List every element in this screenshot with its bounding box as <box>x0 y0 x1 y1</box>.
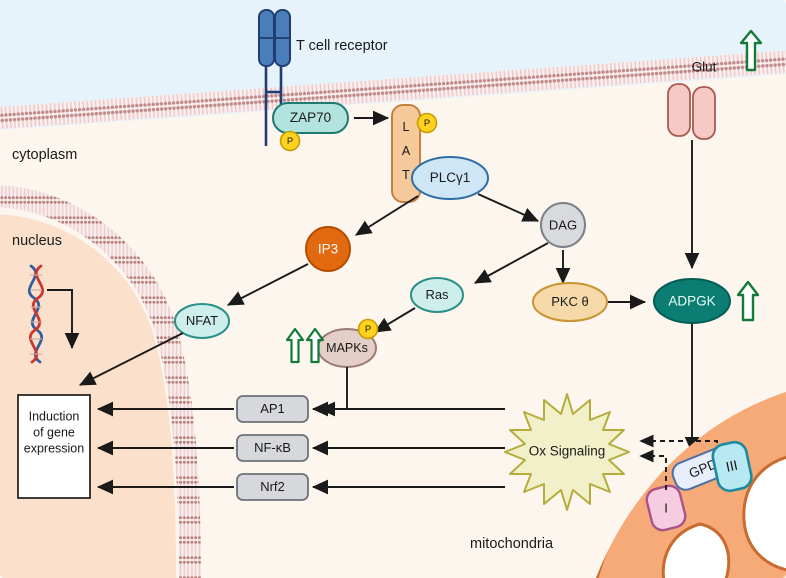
induction-line-1: Induction <box>29 409 80 423</box>
plcg1-to-ip3-arrow <box>355 195 419 236</box>
ap1-label: AP1 <box>260 401 285 416</box>
mapks-up-arrows <box>285 327 325 364</box>
mitochondria: I GPD2 III <box>596 392 786 578</box>
glut-label: Glut <box>692 60 717 75</box>
glut-transporter <box>667 83 716 140</box>
adpgk-up-arrow <box>736 280 760 322</box>
dag-label: DAG <box>549 217 577 232</box>
dag-node: DAG <box>540 202 586 248</box>
plcg1-node: PLCγ1 <box>411 156 489 200</box>
adpgk-label: ADPGK <box>668 294 715 309</box>
ras-label: Ras <box>425 287 449 302</box>
ap1-node: AP1 <box>236 395 309 423</box>
plcg1-to-dag-arrow <box>477 193 540 222</box>
ras-to-mapks-arrow <box>374 307 416 333</box>
ip3-node: IP3 <box>305 226 351 272</box>
zap70-node: ZAP70 <box>272 102 349 134</box>
nfkb-node: NF-κB <box>236 434 309 462</box>
ip3-to-nfat-arrow <box>226 263 309 306</box>
glut-up-arrow <box>739 29 763 72</box>
complex-iii-label: III <box>724 457 739 475</box>
zap70-phospho-badge: P <box>279 130 301 152</box>
t-cell-receptor <box>258 9 291 146</box>
svg-text:P: P <box>365 324 371 335</box>
pkc-theta-label: PKC θ <box>551 294 589 309</box>
ox-signaling-node: Ox Signaling <box>504 393 630 511</box>
complex-i-label: I <box>664 500 668 515</box>
pkc-theta-node: PKC θ <box>532 282 608 322</box>
induction-line-2: of gene <box>33 425 75 439</box>
mapks-label: MAPKs <box>326 341 368 355</box>
adpgk-node: ADPGK <box>653 278 731 324</box>
svg-text:P: P <box>287 136 293 147</box>
mapks-phospho-badge: P <box>357 318 379 340</box>
mito-to-ox-dashed-arrows <box>639 434 718 490</box>
transcription-arrow <box>47 289 80 350</box>
ox-signaling-label: Ox Signaling <box>529 444 606 459</box>
mitochondria-label: mitochondria <box>470 536 554 552</box>
nfat-node: NFAT <box>174 303 230 339</box>
induction-line-3: expression <box>24 441 84 455</box>
nfat-label: NFAT <box>186 313 218 328</box>
nfkb-label: NF-κB <box>254 440 291 455</box>
dna-helix-icon <box>27 264 45 364</box>
ip3-label: IP3 <box>318 242 338 257</box>
nucleus-label: nucleus <box>12 233 62 249</box>
lat-phospho-badge: P <box>416 112 438 134</box>
ras-node: Ras <box>410 277 464 313</box>
induction-box <box>17 394 91 499</box>
nrf2-node: Nrf2 <box>236 473 309 501</box>
nrf2-label: Nrf2 <box>260 479 285 494</box>
complex-iii-node: III <box>711 440 753 493</box>
plcg1-label: PLCγ1 <box>430 170 471 185</box>
tcr-label: T cell receptor <box>296 38 388 54</box>
svg-text:P: P <box>424 118 430 129</box>
cytoplasm-label: cytoplasm <box>12 147 77 163</box>
plasma-membrane <box>0 48 786 131</box>
complex-i-node: I <box>645 484 687 532</box>
dag-to-ras-arrow <box>474 242 549 284</box>
zap70-label: ZAP70 <box>290 110 331 125</box>
nfat-to-nucleus-arrow <box>78 332 184 386</box>
